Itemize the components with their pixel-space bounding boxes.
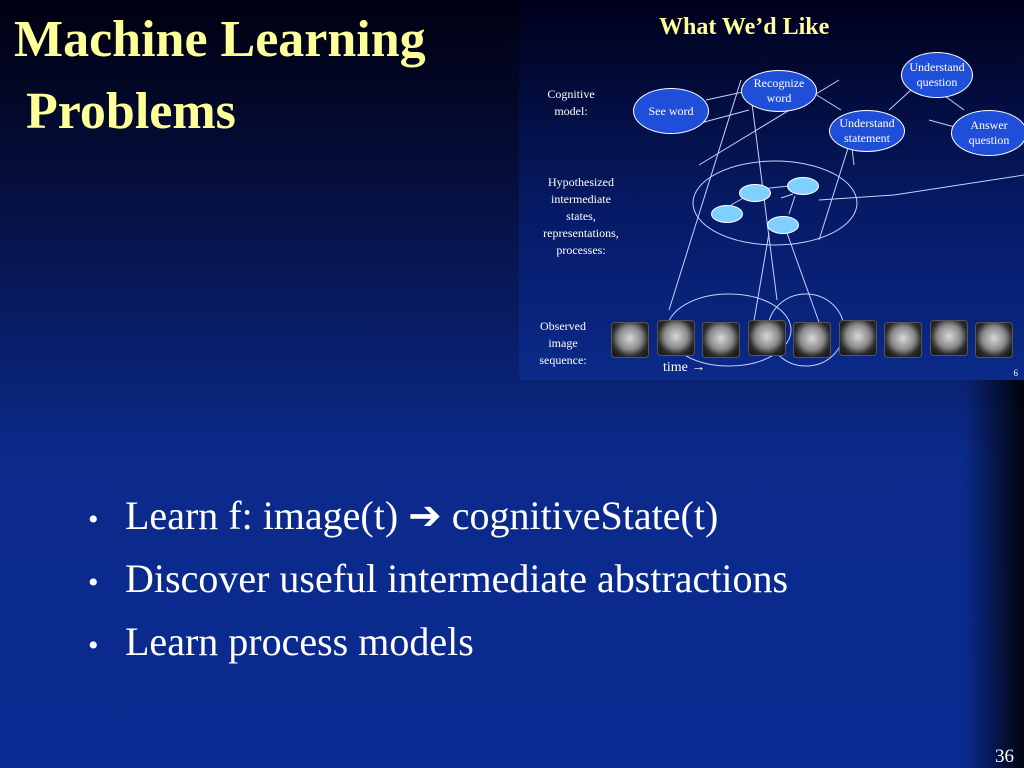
node-see-word: See word: [633, 88, 709, 134]
brain-image-frame: [611, 322, 649, 358]
slide-title: Machine Learning Problems: [14, 4, 426, 148]
page-number: 36: [995, 746, 1014, 767]
brain-image-frame: [793, 322, 831, 358]
brain-image-frame: [884, 322, 922, 358]
figure-page-number: 6: [1013, 368, 1019, 378]
bullet-item: Discover useful intermediate abstraction…: [88, 547, 788, 610]
hidden-state-node: [767, 216, 799, 234]
hidden-state-node: [739, 184, 771, 202]
brain-image-frame: [656, 320, 695, 356]
figure-panel: What We’d Like Cognit: [519, 0, 1024, 380]
title-line-2: Problems: [26, 83, 236, 140]
brain-image-frame: [929, 320, 968, 356]
brain-image-frame: [975, 322, 1013, 358]
bullet-list: Learn f: image(t) ➔ cognitiveState(t) Di…: [88, 484, 788, 673]
brain-image-frame: [838, 320, 877, 356]
time-axis-label: time →: [663, 360, 706, 375]
figure-title: What We’d Like: [659, 14, 830, 40]
label-observed-sequence: Observed image sequence:: [539, 319, 587, 367]
hidden-state-node: [711, 205, 743, 223]
brain-image-frame: [702, 322, 740, 358]
bullet-item: Learn process models: [88, 610, 788, 673]
title-line-1: Machine Learning: [14, 11, 426, 68]
bullet-item: Learn f: image(t) ➔ cognitiveState(t): [88, 484, 788, 547]
brain-image-frame: [747, 320, 786, 356]
hidden-state-node: [787, 177, 819, 195]
label-cognitive-model: Cognitive model:: [547, 87, 595, 118]
label-hypothesized-states: Hypothesized intermediate states, repres…: [543, 175, 619, 257]
